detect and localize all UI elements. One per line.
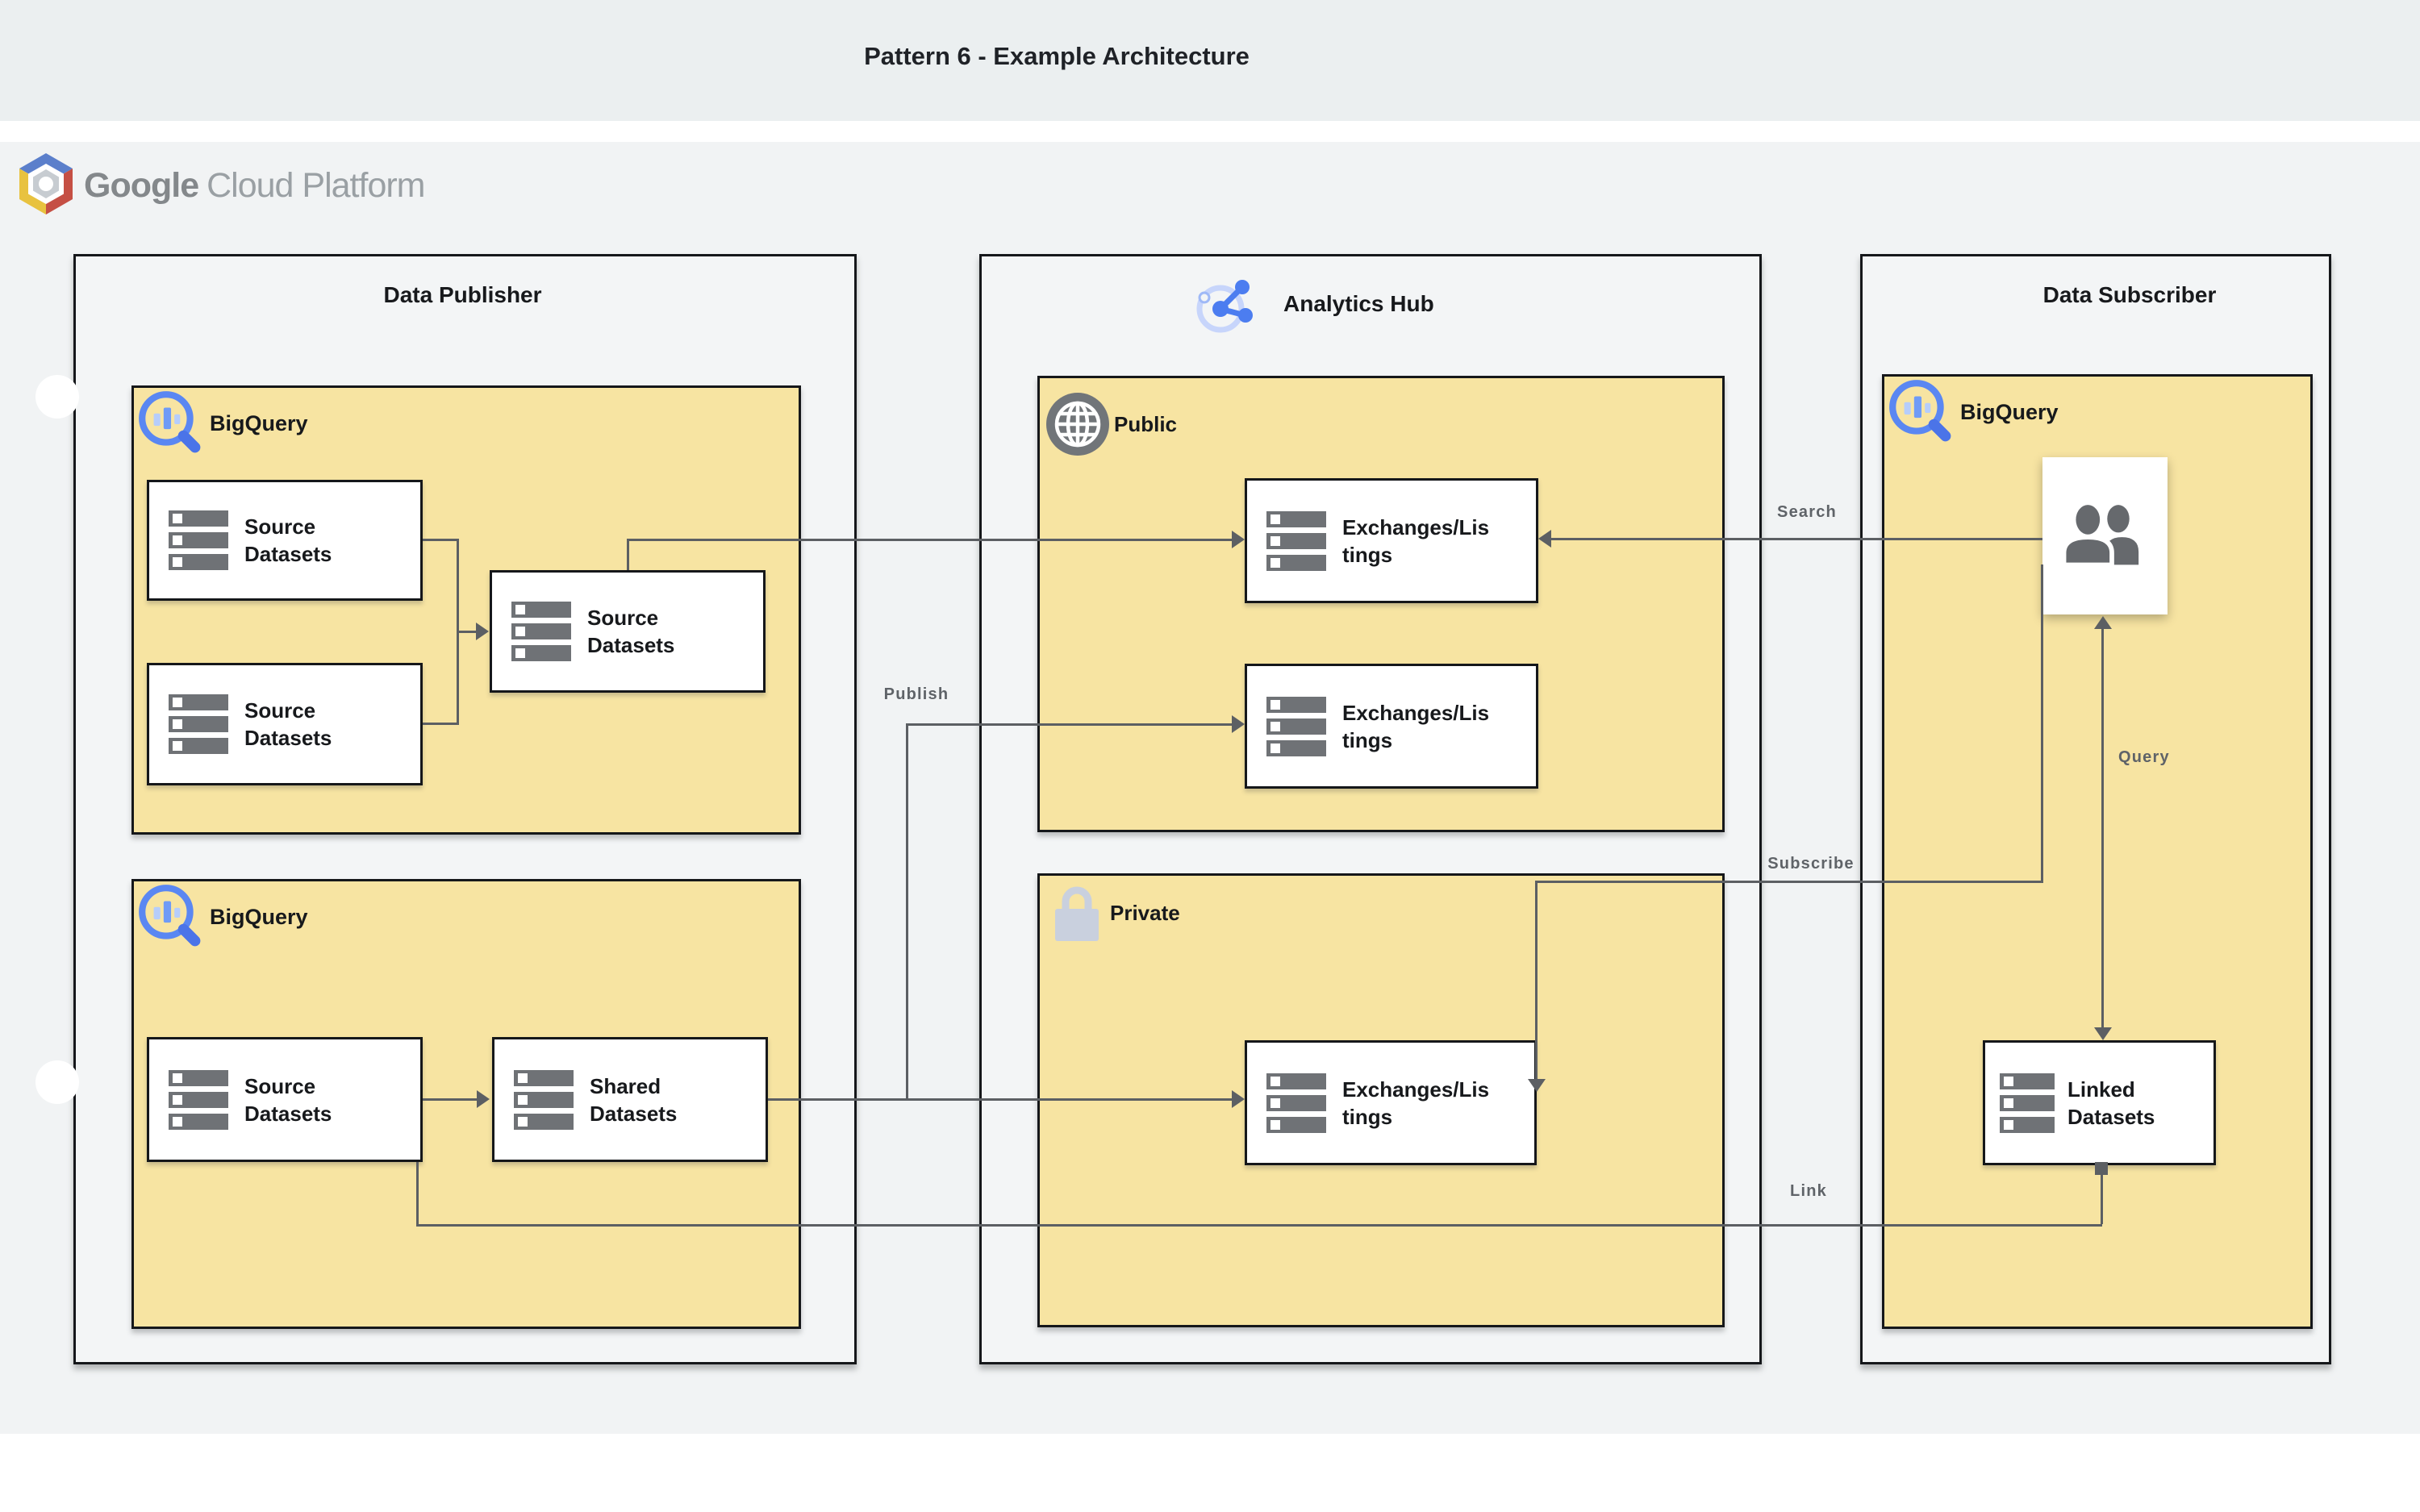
publish-label: Publish: [883, 685, 949, 703]
decorative-circle-top: [35, 375, 79, 419]
connector-src-merge: [457, 631, 476, 633]
private-label: Private: [1110, 900, 1180, 925]
bigquery-icon: [1889, 380, 1951, 442]
subscribe-label: Subscribe: [1767, 855, 1855, 873]
exchanges-listings-node-public-2: Exchanges/Lis tings: [1245, 664, 1538, 789]
shared-datasets-node: Shared Datasets: [492, 1037, 768, 1162]
data-subscriber-title: Data Subscriber: [2042, 282, 2217, 307]
globe-icon: [1046, 393, 1109, 456]
node-label: Linked Datasets: [2067, 1077, 2155, 1129]
source-datasets-node-merged: Source Datasets: [490, 570, 766, 693]
query-label: Query: [2118, 748, 2170, 766]
link-line-right-vertical: [2101, 1173, 2103, 1224]
query-line: [2101, 629, 2104, 1029]
source-datasets-node-1: Source Datasets: [147, 480, 423, 601]
decorative-circle-bottom: [35, 1060, 79, 1104]
data-publisher-title: Data Publisher: [383, 282, 542, 307]
arrow-into-public-exchange-1: [1232, 531, 1245, 548]
arrow-publish-into-exchange-2: [1232, 715, 1245, 733]
datasets-icon: [169, 1069, 228, 1130]
datasets-icon: [169, 694, 228, 754]
analytics-hub-title: Analytics Hub: [1283, 291, 1434, 316]
datasets-icon: [1266, 1073, 1326, 1133]
brand-cloud-platform: Cloud Platform: [207, 166, 425, 205]
connector-srcA: [423, 539, 459, 541]
analytics-hub-icon: [1191, 272, 1256, 336]
link-line-horizontal: [416, 1224, 2102, 1227]
lock-icon: [1055, 886, 1099, 941]
connector-shared-to-private: [768, 1098, 1232, 1101]
link-label: Link: [1790, 1182, 1827, 1200]
search-line: [1551, 538, 2042, 540]
connector-source-up: [627, 540, 629, 570]
link-endpoint-marker: [2095, 1162, 2108, 1175]
node-label: Exchanges/Lis tings: [1342, 1077, 1490, 1129]
subscribe-line-left-vertical: [1535, 881, 1538, 1079]
divider-band: [0, 121, 2420, 142]
bigquery-label: BigQuery: [210, 904, 308, 929]
datasets-icon: [1266, 696, 1326, 756]
arrow-into-shared: [477, 1090, 490, 1108]
datasets-icon: [514, 1069, 574, 1130]
subscribe-line-horizontal: [1535, 881, 2043, 883]
connector-source-to-shared: [423, 1098, 477, 1101]
publish-line-vertical: [906, 725, 908, 1101]
exchanges-listings-node-private: Exchanges/Lis tings: [1245, 1040, 1537, 1165]
arrow-search-into-exchange: [1538, 530, 1551, 548]
public-badge: Public: [1046, 393, 1177, 456]
node-label: Shared Datasets: [590, 1073, 678, 1126]
arrow-query-up: [2094, 616, 2112, 629]
exchanges-listings-node-public-1: Exchanges/Lis tings: [1245, 478, 1538, 603]
datasets-icon: [1266, 510, 1326, 571]
connector-source-to-exchange: [627, 539, 1232, 541]
publish-line-horizontal: [906, 723, 1232, 726]
title-bar: [0, 0, 2420, 121]
bigquery-badge-publisher-bottom: BigQuery: [136, 882, 308, 952]
bigquery-icon: [139, 885, 201, 947]
search-label: Search: [1777, 503, 1837, 521]
bigquery-icon: [139, 391, 201, 453]
node-label: Source Datasets: [587, 606, 675, 657]
datasets-icon: [169, 510, 228, 570]
node-label: Source Datasets: [244, 698, 332, 750]
datasets-icon: [2000, 1073, 2055, 1133]
gcp-logo-icon: [19, 153, 73, 215]
arrow-into-private-exchange: [1232, 1090, 1245, 1108]
arrow-into-merged-source: [476, 623, 489, 640]
arrow-query-down: [2094, 1027, 2112, 1040]
brand-google: Google: [84, 166, 199, 205]
linked-datasets-node: Linked Datasets: [1983, 1040, 2216, 1165]
arrow-subscribe-into-private: [1528, 1079, 1546, 1092]
bigquery-badge-subscriber: BigQuery: [1886, 377, 2059, 447]
node-label: Exchanges/Lis tings: [1342, 700, 1490, 752]
link-line-left-vertical: [416, 1162, 419, 1226]
bigquery-badge-publisher-top: BigQuery: [136, 389, 308, 458]
bigquery-label: BigQuery: [210, 410, 308, 435]
datasets-icon: [511, 602, 571, 661]
source-datasets-node-bottom: Source Datasets: [147, 1037, 423, 1162]
users-icon: [2061, 504, 2138, 567]
node-label: Exchanges/Lis tings: [1342, 514, 1490, 567]
private-badge: Private: [1055, 885, 1180, 941]
subscriber-users-card: [2042, 457, 2168, 614]
bigquery-label: BigQuery: [1960, 399, 2059, 424]
page-title: Pattern 6 - Example Architecture: [864, 42, 1250, 70]
subscribe-line-right-vertical: [2041, 564, 2043, 882]
bottom-band: [0, 1434, 2420, 1512]
source-datasets-node-2: Source Datasets: [147, 663, 423, 785]
public-label: Public: [1114, 411, 1178, 436]
connector-srcB: [423, 723, 459, 725]
node-label: Source Datasets: [244, 514, 332, 566]
node-label: Source Datasets: [244, 1073, 332, 1126]
